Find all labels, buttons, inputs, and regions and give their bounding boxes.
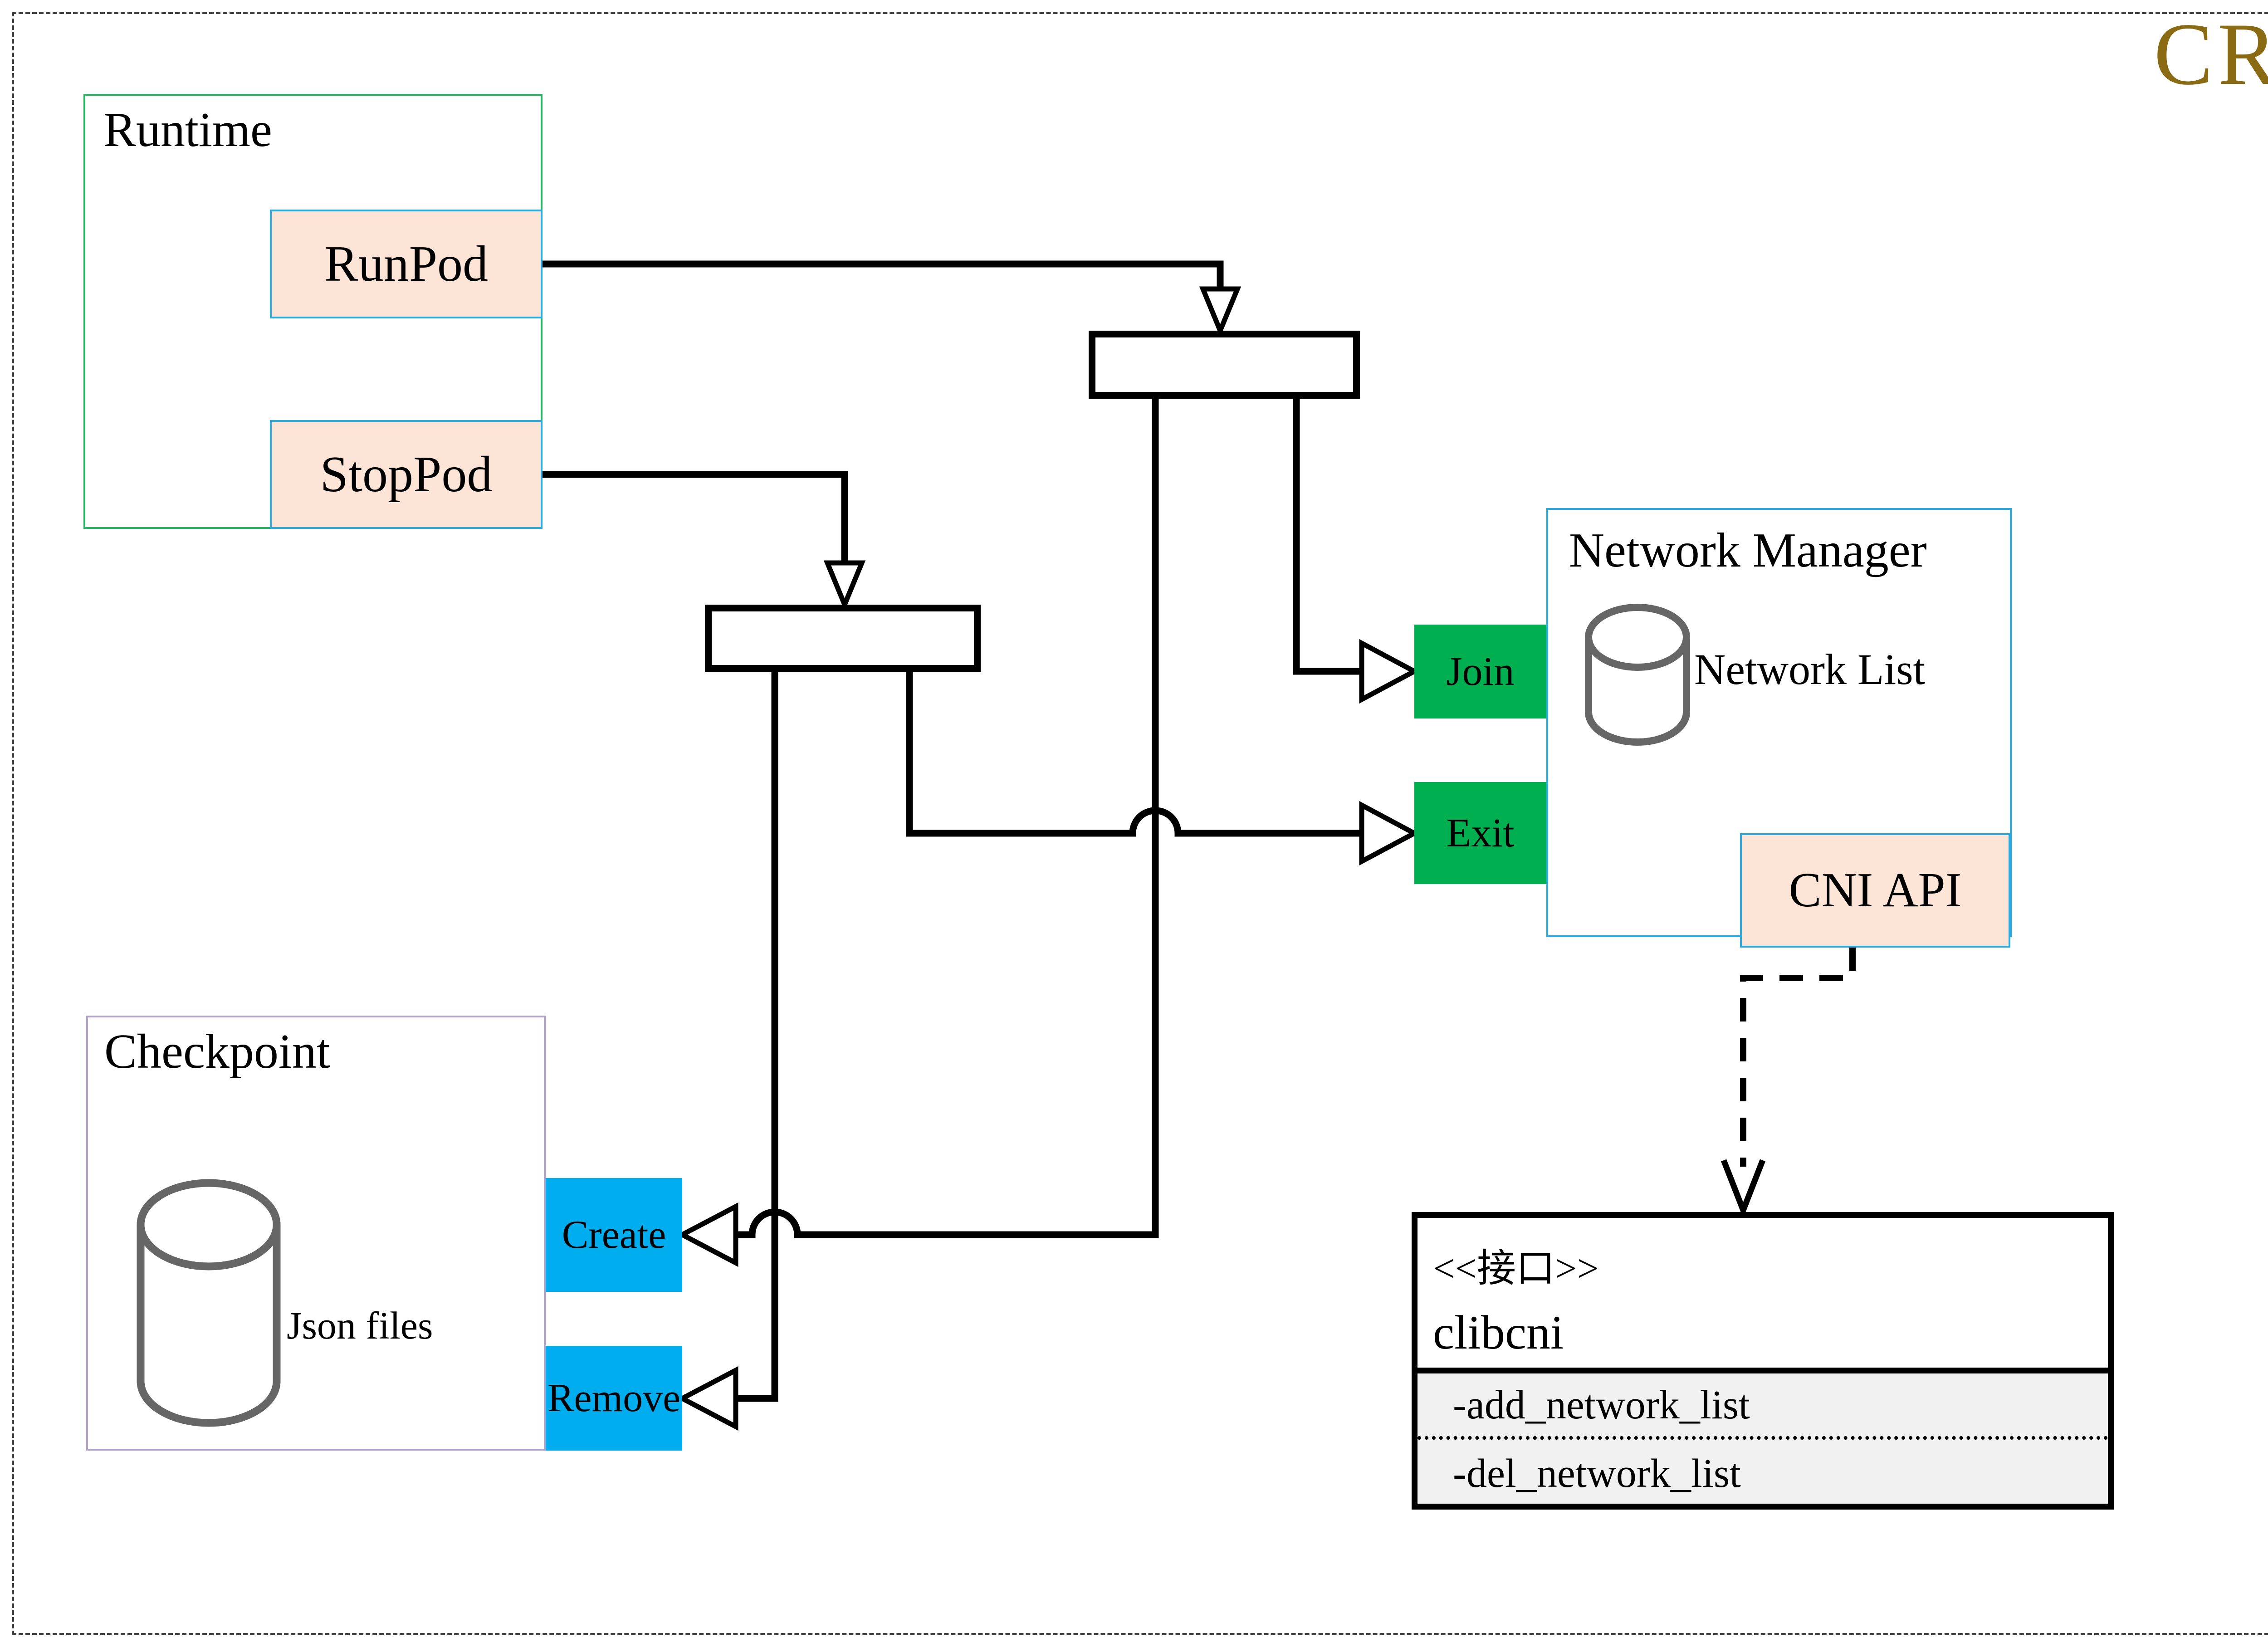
clibcni-header-section: <<接口>> clibcni: [1418, 1218, 2108, 1368]
clibcni-name: clibcni: [1433, 1306, 1564, 1359]
clibcni-stereotype: <<接口>>: [1433, 1246, 1599, 1290]
clibcni-interface-box: <<接口>> clibcni -add_network_list -del_ne…: [1412, 1212, 2114, 1510]
remove-button[interactable]: Remove: [546, 1346, 682, 1451]
junction-box-2: [705, 605, 981, 672]
runpod-button[interactable]: RunPod: [270, 210, 543, 318]
outer-dashed-border: [12, 12, 2268, 1635]
junction-box-1: [1089, 331, 1360, 399]
checkpoint-label: Checkpoint: [104, 1025, 330, 1079]
runtime-label: Runtime: [103, 103, 272, 157]
clibcni-method-add: -add_network_list: [1418, 1373, 2108, 1440]
clibcni-methods-section: -add_network_list -del_network_list: [1418, 1368, 2108, 1504]
network-list-label: Network List: [1694, 645, 1926, 694]
json-files-label: Json files: [287, 1304, 433, 1347]
page-title: CRI: [2154, 5, 2268, 103]
cni-api-button[interactable]: CNI API: [1740, 833, 2010, 948]
network-manager-label: Network Manager: [1569, 523, 1927, 577]
checkpoint-box: Checkpoint: [86, 1016, 546, 1451]
clibcni-method-del: -del_network_list: [1453, 1451, 1741, 1496]
stoppod-button[interactable]: StopPod: [270, 420, 543, 529]
exit-button[interactable]: Exit: [1414, 782, 1546, 884]
join-button[interactable]: Join: [1414, 625, 1546, 718]
create-button[interactable]: Create: [546, 1178, 682, 1292]
